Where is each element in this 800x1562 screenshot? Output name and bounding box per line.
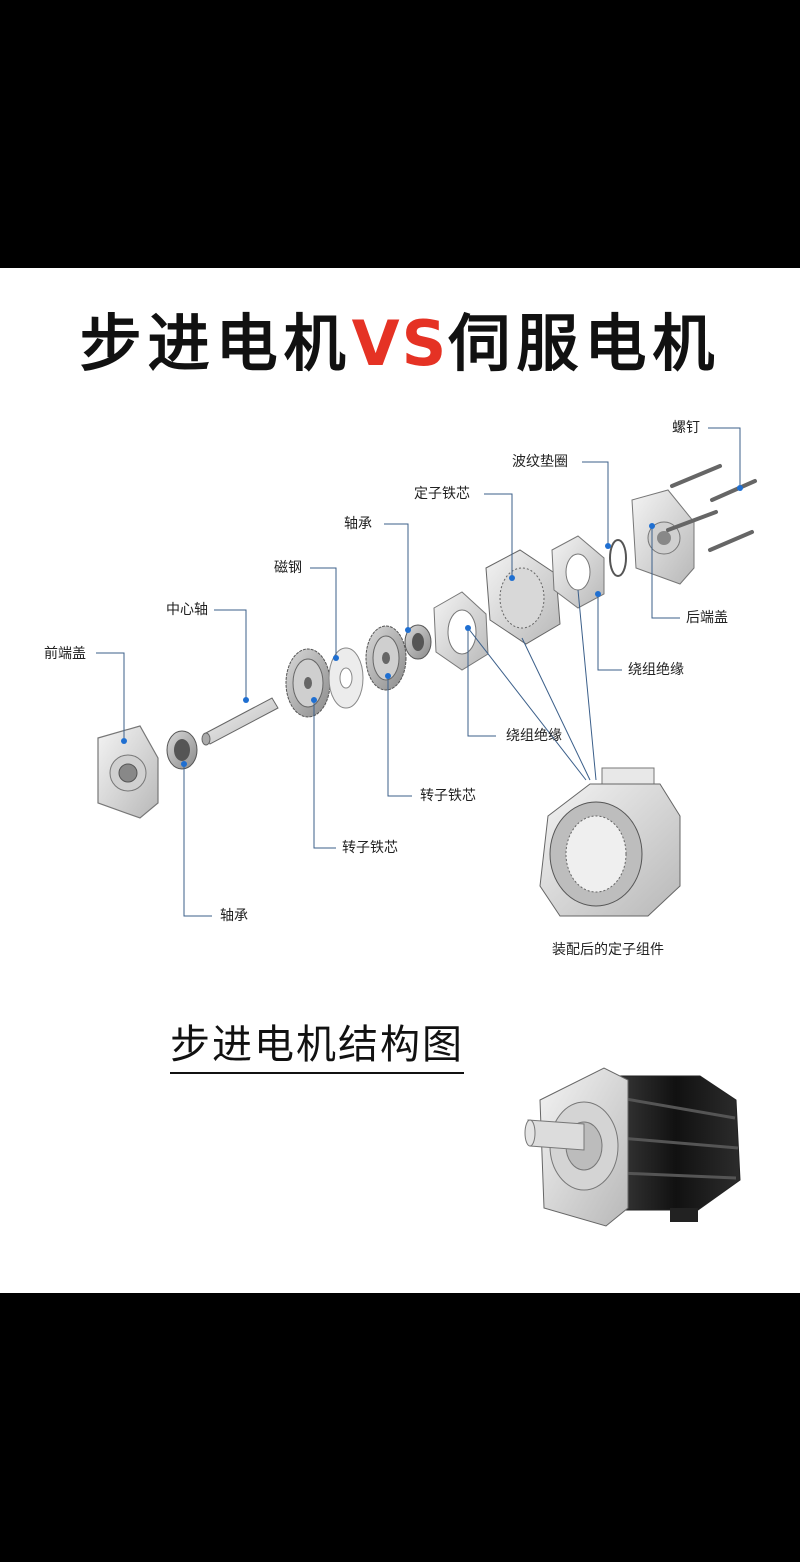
wave-washer-part bbox=[609, 539, 627, 577]
leader-dots bbox=[121, 485, 743, 767]
leader-lines bbox=[96, 427, 741, 917]
bearing-bottom-part bbox=[166, 730, 198, 770]
label-screw: 螺钉 bbox=[672, 420, 700, 436]
page-title: 步进电机VS伺服电机 bbox=[0, 304, 800, 384]
title-stepper: 步进电机 bbox=[79, 307, 352, 380]
label-rotor-core-upper: 转子铁芯 bbox=[420, 788, 476, 804]
label-rear-cover: 后端盖 bbox=[686, 610, 728, 626]
stepper-motor-illustration bbox=[524, 1067, 741, 1227]
label-winding-insulation-right: 绕组绝缘 bbox=[628, 662, 684, 678]
diagram-panel: 步进电机VS伺服电机 bbox=[0, 268, 800, 1293]
label-rotor-core-lower: 转子铁芯 bbox=[342, 840, 398, 856]
bearing-top-part bbox=[404, 624, 432, 660]
center-shaft-part bbox=[201, 697, 279, 746]
rotor-core-upper-part bbox=[365, 625, 407, 691]
label-magnet-steel: 磁钢 bbox=[274, 560, 302, 576]
diagram-subtitle: 步进电机结构图 bbox=[170, 1020, 464, 1074]
magnet-steel-part bbox=[328, 647, 364, 709]
front-cover-part bbox=[97, 725, 159, 819]
title-servo: 伺服电机 bbox=[448, 307, 721, 380]
rear-cover-part bbox=[631, 489, 695, 585]
label-winding-insulation-mid: 绕组绝缘 bbox=[506, 728, 562, 744]
label-bearing-bottom: 轴承 bbox=[220, 908, 248, 924]
exploded-diagram: 前端盖 中心轴 磁钢 轴承 定子铁芯 波纹垫圈 螺钉 后端盖 绕组绝缘 绕组绝缘… bbox=[44, 420, 757, 1227]
label-bearing-top: 轴承 bbox=[344, 516, 372, 532]
label-assembled-stator: 装配后的定子组件 bbox=[552, 942, 664, 958]
winding-insulation-right-part bbox=[551, 535, 605, 609]
label-front-cover: 前端盖 bbox=[44, 645, 86, 662]
label-wave-washer: 波纹垫圈 bbox=[512, 454, 568, 470]
screws-part bbox=[666, 464, 757, 552]
label-center-shaft: 中心轴 bbox=[166, 602, 208, 618]
winding-insulation-mid-part bbox=[433, 591, 489, 671]
title-vs: VS bbox=[351, 307, 449, 380]
rotor-core-lower-part bbox=[285, 648, 331, 718]
assembled-stator-part bbox=[539, 767, 681, 917]
stator-core-part bbox=[485, 549, 561, 645]
label-stator-core: 定子铁芯 bbox=[414, 486, 470, 502]
